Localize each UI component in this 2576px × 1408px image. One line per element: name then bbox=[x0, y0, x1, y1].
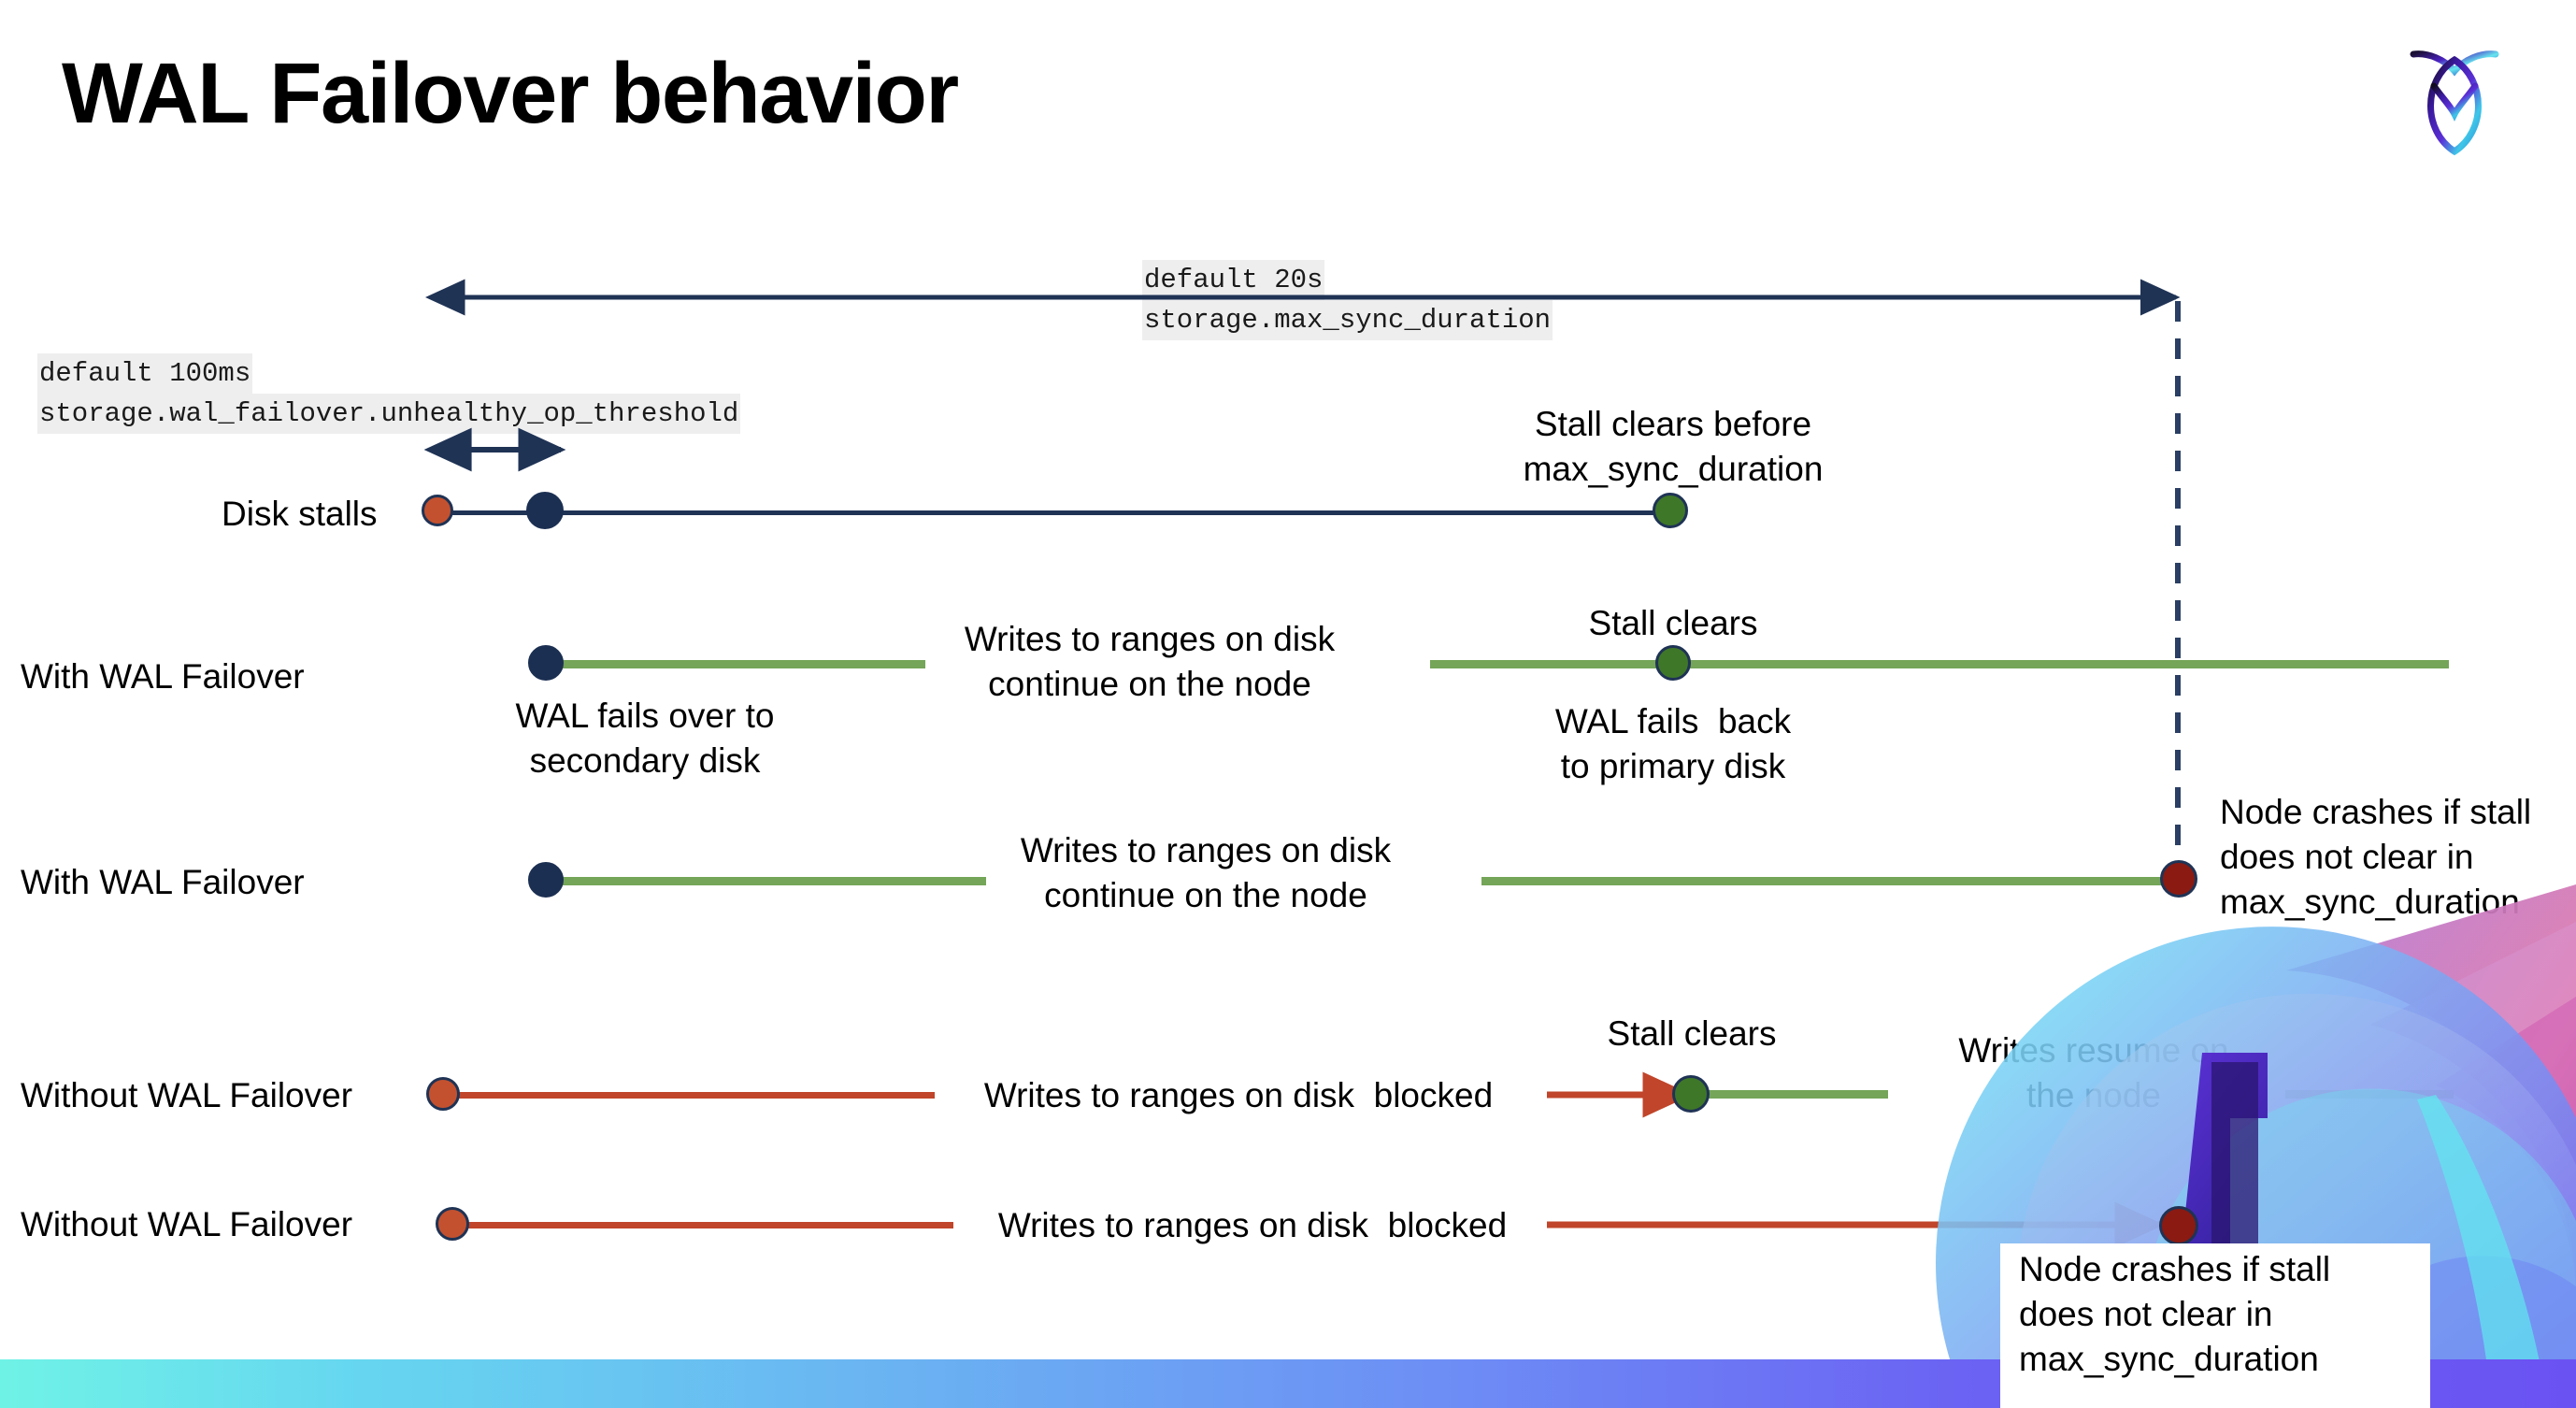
disk-stall-start-dot[interactable] bbox=[422, 495, 453, 526]
callout-node-crashes-row5: Node crashes if stall does not clear in … bbox=[2019, 1250, 2331, 1378]
wal-failover-green-segment-b bbox=[1430, 660, 2449, 668]
disk-stall-clear-dot[interactable] bbox=[1653, 493, 1688, 528]
callout-stall-clears-before: Stall clears before max_sync_duration bbox=[1523, 405, 1824, 488]
annotation-max-sync-duration: default 20s storage.max_sync_duration bbox=[1142, 260, 1553, 340]
callout-writes-continue-row2: Writes to ranges on disk continue on the… bbox=[964, 620, 1336, 703]
row-label-without-wal-failover-1: Without WAL Failover bbox=[21, 1076, 353, 1114]
callout-writes-continue-row3: Writes to ranges on disk continue on the… bbox=[1020, 831, 1392, 914]
row-label-disk-stalls: Disk stalls bbox=[222, 495, 378, 533]
callout-node-crashes-row3: Node crashes if stall does not clear in … bbox=[2220, 793, 2532, 921]
cockroach-labs-logo-icon bbox=[2389, 28, 2520, 168]
annotation-unhealthy-op-threshold: default 100ms storage.wal_failover.unhea… bbox=[37, 353, 741, 434]
node-crash-callout-card: Node crashes if stall does not clear in … bbox=[2000, 1243, 2430, 1408]
callout-wal-fails-back: WAL fails back to primary disk bbox=[1554, 702, 1792, 785]
disk-stalls-timeline bbox=[439, 510, 1673, 515]
wal-failover-trigger-dot[interactable] bbox=[526, 492, 564, 529]
annotation-unhealthy-default: default 100ms bbox=[37, 353, 253, 394]
callout-stall-clears-row4: Stall clears bbox=[1607, 1014, 1777, 1053]
row-label-without-wal-failover-2: Without WAL Failover bbox=[21, 1205, 353, 1243]
page-title: WAL Failover behavior bbox=[62, 46, 959, 141]
writes-blocked-red-segment-row5 bbox=[458, 1222, 953, 1228]
writes-resume-green-segment-row4b bbox=[2285, 1090, 2454, 1099]
wal-failover-crash-green-segment-a bbox=[547, 877, 986, 885]
callout-stall-clears-row2: Stall clears bbox=[1588, 604, 1758, 642]
disk-stall-start-dot-row5[interactable] bbox=[436, 1207, 469, 1241]
callout-writes-blocked-row5: Writes to ranges on disk blocked bbox=[997, 1206, 1508, 1244]
callout-wal-fails-over: WAL fails over to secondary disk bbox=[515, 697, 775, 780]
wal-failover-crash-green-segment-b bbox=[1481, 877, 2178, 885]
row-label-with-wal-failover-2: With WAL Failover bbox=[21, 863, 305, 901]
stall-clears-dot-row4[interactable] bbox=[1672, 1075, 1710, 1113]
node-crash-dot-row3[interactable] bbox=[2160, 860, 2197, 898]
annotation-max-sync-default: default 20s bbox=[1142, 260, 1325, 300]
callout-writes-blocked-row4: Writes to ranges on disk blocked bbox=[983, 1076, 1494, 1114]
writes-blocked-red-segment-row4 bbox=[449, 1092, 935, 1099]
stall-clears-dot-row2[interactable] bbox=[1655, 645, 1691, 681]
disk-stall-start-dot-row4[interactable] bbox=[426, 1077, 460, 1111]
wal-failover-green-segment-a bbox=[547, 660, 925, 668]
wal-failover-start-dot-row2[interactable] bbox=[528, 645, 564, 681]
wal-failover-start-dot-row3[interactable] bbox=[528, 862, 564, 898]
writes-resume-green-segment-row4 bbox=[1687, 1090, 1888, 1099]
callout-writes-resume: Writes resume on the node bbox=[1958, 1031, 2229, 1114]
node-crash-dot-row5[interactable] bbox=[2159, 1206, 2198, 1245]
row-label-with-wal-failover-1: With WAL Failover bbox=[21, 657, 305, 696]
annotation-max-sync-setting: storage.max_sync_duration bbox=[1142, 300, 1553, 340]
annotation-unhealthy-setting: storage.wal_failover.unhealthy_op_thresh… bbox=[37, 394, 741, 434]
